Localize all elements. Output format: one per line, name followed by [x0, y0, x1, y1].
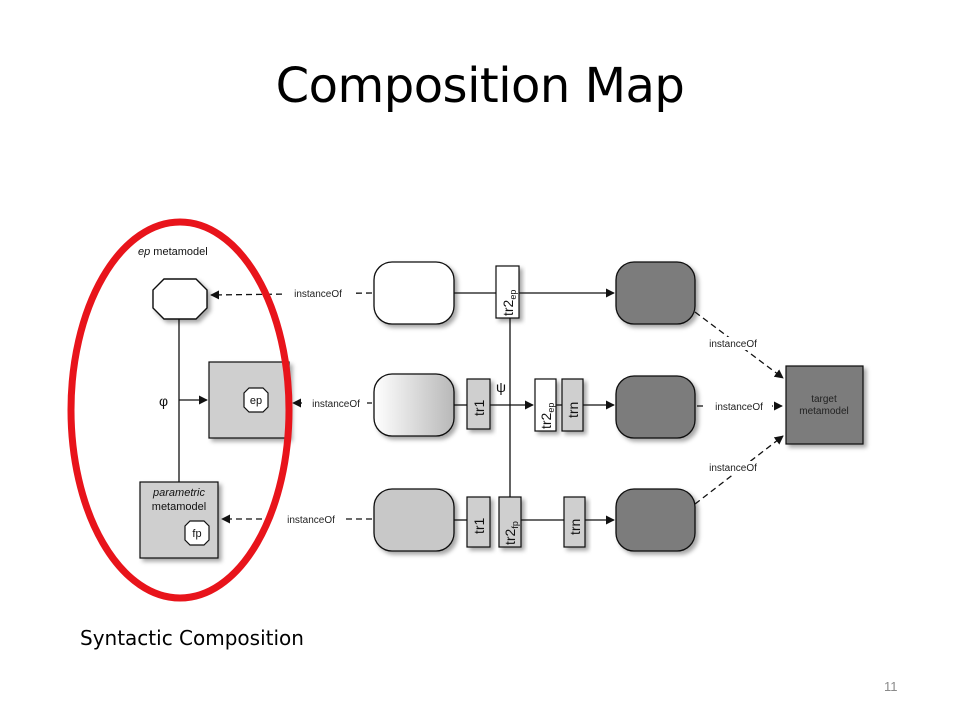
trn-row3-label: trn	[567, 519, 583, 535]
instanceof-label-row1: instanceOf	[294, 289, 342, 300]
instanceof-label-row3: instanceOf	[287, 515, 335, 526]
tr1-row3-label: tr1	[471, 517, 487, 534]
syntactic-composition-highlight-ellipse	[67, 218, 293, 602]
phi-label: φ	[159, 393, 168, 409]
ep-metamodel-label: ep metamodel	[138, 246, 208, 258]
ep-metamodel-octagon[interactable]	[152, 278, 208, 320]
ep-octagon	[243, 387, 269, 413]
instanceof-label-right-row2: instanceOf	[715, 402, 763, 413]
parametric-label: parametric	[152, 487, 205, 499]
model-row1-source[interactable]	[373, 261, 455, 325]
tr2-fp-row3-label: tr2fp	[502, 521, 520, 545]
tr2-fp-row3[interactable]	[498, 496, 522, 548]
tr2-ep-row2-label: tr2ep	[538, 403, 556, 429]
parametric-metamodel-label: metamodel	[152, 501, 206, 513]
psi-label: ψ	[496, 379, 506, 395]
model-row3-target[interactable]	[615, 488, 696, 552]
tr2-ep-row1[interactable]	[495, 265, 520, 319]
ep-label: ep	[250, 395, 262, 407]
page-number: 11	[884, 679, 898, 694]
slide-title: Composition Map	[275, 58, 685, 114]
trn-row3[interactable]	[563, 496, 586, 548]
caption-syntactic-composition: Syntactic Composition	[80, 626, 304, 650]
model-row2-source[interactable]	[373, 373, 455, 437]
instanceof-label-right-row1: instanceOf	[709, 339, 757, 350]
tr1-row3[interactable]	[466, 496, 491, 548]
target-label-line1: target	[811, 394, 837, 405]
instanceof-label-right-row3: instanceOf	[709, 463, 757, 474]
target-metamodel-box[interactable]	[785, 365, 864, 445]
tr1-row2-label: tr1	[471, 399, 487, 416]
fp-label: fp	[192, 528, 201, 540]
tr1-row2[interactable]	[466, 378, 491, 430]
model-row3-source[interactable]	[373, 488, 455, 552]
model-row2-target[interactable]	[615, 375, 696, 439]
target-label-line2: metamodel	[799, 406, 848, 417]
trn-row2-label: trn	[565, 402, 581, 418]
model-row1-target[interactable]	[615, 261, 696, 325]
instanceof-label-row2: instanceOf	[312, 399, 360, 410]
fp-octagon	[184, 520, 210, 546]
parametric-metamodel-box[interactable]	[139, 481, 219, 559]
tr2-ep-row1-label: tr2ep	[500, 290, 518, 316]
